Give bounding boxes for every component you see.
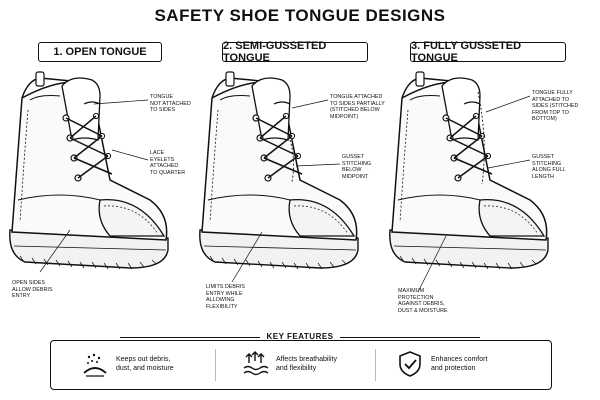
callout-maximum-protection: MAXIMUM PROTECTION AGAINST DEBRIS, DUST … bbox=[398, 288, 448, 314]
key-features-separator-1 bbox=[215, 349, 216, 381]
panel-heading-open-tongue: 1. OPEN TONGUE bbox=[38, 42, 162, 62]
callout-lace-eyelets: LACE EYELETS ATTACHED TO QUARTER bbox=[150, 150, 186, 176]
key-feature-debris: Keeps out debris, dust, and moisture bbox=[80, 349, 196, 379]
debris-shield-icon bbox=[83, 353, 107, 377]
key-feature-comfort: Enhances comfort and protection bbox=[395, 349, 511, 379]
key-features-rule-left bbox=[120, 337, 260, 338]
boot-fully-gusseted bbox=[389, 71, 549, 270]
page-title: SAFETY SHOE TONGUE DESIGNS bbox=[154, 6, 446, 25]
callout-limits-debris: LIMITS DEBRIS ENTRY WHILE ALLOWING FLEXI… bbox=[206, 284, 245, 310]
boot-open-tongue bbox=[9, 71, 169, 270]
panel-heading-fully-gusseted-tongue: 3. FULLY GUSSETED TONGUE bbox=[410, 40, 566, 64]
callout-open-sides: OPEN SIDES ALLOW DEBRIS ENTRY bbox=[12, 280, 53, 300]
key-features-box bbox=[50, 340, 552, 390]
key-feature-breathability: Affects breathability and flexibility bbox=[240, 349, 356, 379]
key-feature-debris-text: Keeps out debris, dust, and moisture bbox=[116, 356, 174, 372]
key-features-rule-right bbox=[340, 337, 480, 338]
callout-tongue-not-attached: TONGUE NOT ATTACHED TO SIDES bbox=[150, 94, 191, 114]
breathability-icon bbox=[243, 351, 269, 376]
callout-tongue-fully-attached: TONGUE FULLY ATTACHED TO SIDES (STITCHED… bbox=[532, 90, 579, 123]
panel-heading-semi-gusseted-tongue: 2. SEMI-GUSSETED TONGUE bbox=[222, 40, 368, 64]
key-feature-comfort-text: Enhances comfort and protection bbox=[431, 356, 488, 372]
callout-tongue-attached-partially: TONGUE ATTACHED TO SIDES PARTIALLY (STIT… bbox=[330, 94, 385, 120]
key-feature-breathability-text: Affects breathability and flexibility bbox=[276, 356, 337, 372]
shield-check-icon bbox=[399, 351, 421, 377]
key-features-separator-2 bbox=[375, 349, 376, 381]
callout-gusset-full-length: GUSSET STITCHING ALONG FULL LENGTH bbox=[532, 154, 566, 180]
callout-gusset-below-midpoint: GUSSET STITCHING BELOW MIDPOINT bbox=[342, 154, 372, 180]
key-features-title: KEY FEATURES bbox=[266, 332, 334, 341]
